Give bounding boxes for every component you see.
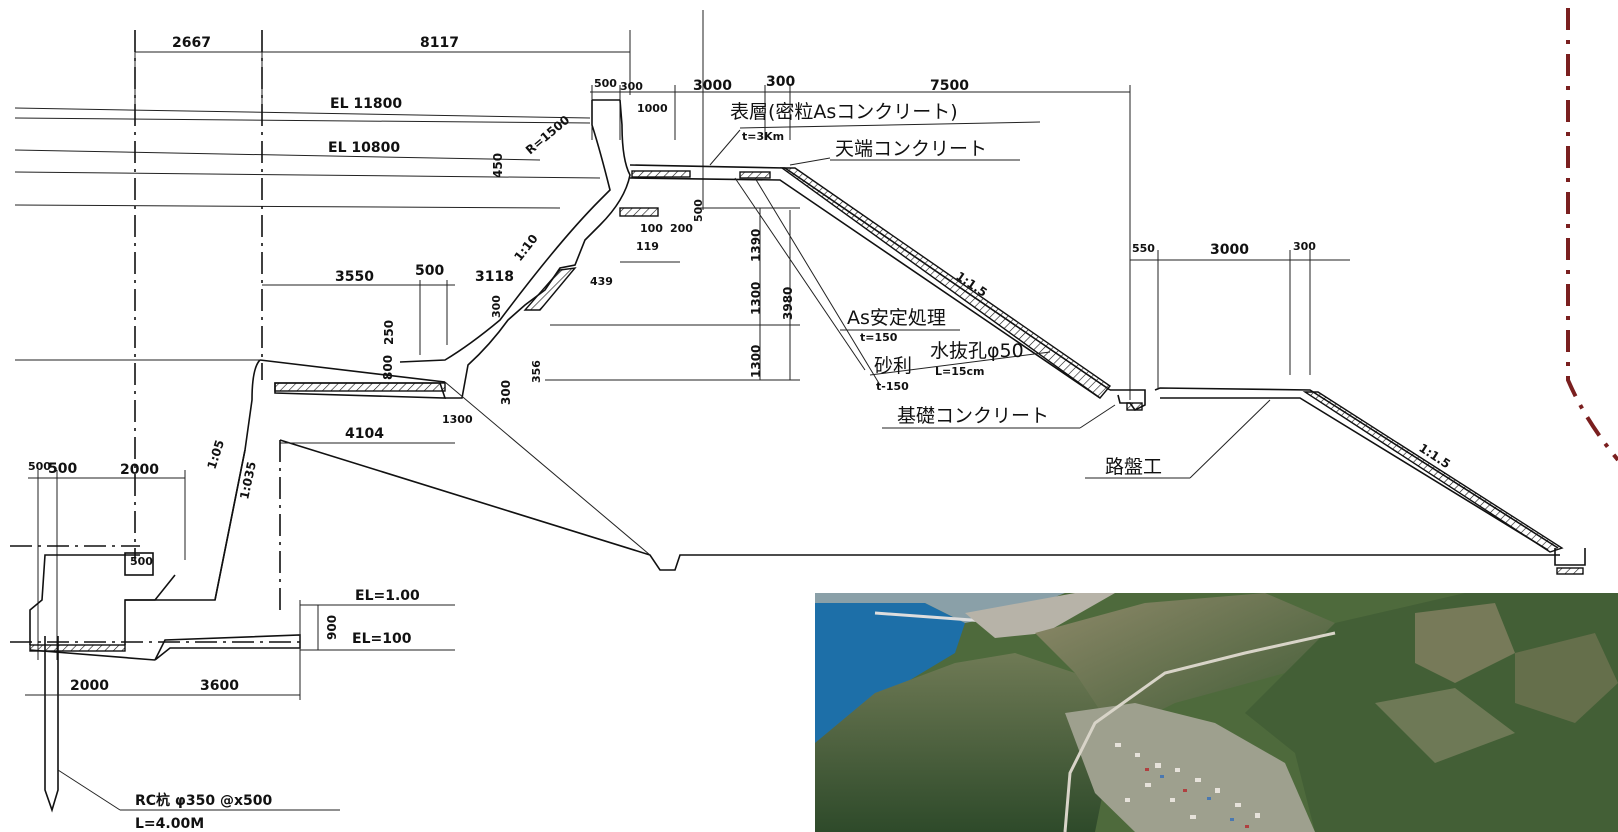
dim-8117: 8117 — [420, 35, 459, 51]
dim-439: 439 — [590, 275, 613, 288]
accent-dashdot-line — [1566, 8, 1618, 462]
radius-1500: R=1500 — [523, 113, 572, 158]
aerial-coastal-village-photo — [815, 593, 1618, 832]
label-as-thickness: t=150 — [860, 331, 898, 344]
elevation-100: EL=100 — [352, 631, 412, 647]
dim-1000: 1000 — [637, 102, 668, 115]
lower-retaining-wall — [10, 30, 455, 813]
slope-1-10: 1:10 — [511, 232, 540, 264]
label-pile-length: L=4.00M — [135, 816, 204, 832]
dim-1390: 1390 — [749, 229, 763, 262]
dim-550: 550 — [1132, 242, 1155, 255]
dim-3600: 3600 — [200, 678, 239, 694]
dim-500-crest-v: 500 — [692, 199, 705, 222]
elevation-10800: EL 10800 — [328, 140, 400, 156]
dim-200: 200 — [670, 222, 693, 235]
label-as-treatment: As安定処理 — [847, 307, 946, 329]
dim-500-lower: 500 — [28, 460, 51, 473]
label-roadbed: 路盤工 — [1105, 456, 1162, 478]
dim-356: 356 — [530, 360, 543, 383]
label-drain-hole: 水抜孔φ50 — [930, 340, 1024, 362]
dim-300-top: 300 — [766, 74, 795, 90]
elevation-11800: EL 11800 — [330, 96, 402, 112]
dim-119: 119 — [636, 240, 659, 253]
label-gravel: 砂利 — [874, 355, 912, 377]
dim-3000-road: 3000 — [1210, 242, 1249, 258]
dim-1300-bottom: 1300 — [442, 413, 473, 426]
dim-3118: 3118 — [475, 269, 514, 285]
label-crest-concrete: 天端コンクリート — [835, 138, 987, 160]
label-drain-length: L=15cm — [935, 365, 985, 378]
dim-500-lower-b: 500 — [48, 461, 77, 477]
aerial-photo-rendering — [815, 593, 1618, 832]
annotation-leaders — [709, 121, 1271, 479]
label-foundation-concrete: 基礎コンクリート — [897, 405, 1049, 427]
elevation-lines — [14, 107, 601, 361]
label-surface-thickness: t=3Km — [742, 130, 784, 143]
dim-100: 100 — [640, 222, 663, 235]
dim-4104: 4104 — [345, 426, 384, 442]
dim-2000-lower: 2000 — [120, 462, 159, 478]
label-pile: RC杭 φ350 @x500 — [135, 792, 272, 809]
dim-250: 250 — [382, 320, 396, 345]
elevation-1.00: EL=1.00 — [355, 588, 420, 604]
dim-300-road: 300 — [1293, 240, 1316, 253]
dim-300-crest: 300 — [620, 80, 643, 93]
label-surface-layer: 表層(密粒Asコンクリート) — [730, 101, 958, 123]
seawall-body — [214, 99, 1586, 601]
dim-3000-crest: 3000 — [693, 78, 732, 94]
dim-2667: 2667 — [172, 35, 211, 51]
dim-450: 450 — [491, 153, 505, 178]
dim-900: 900 — [325, 615, 339, 640]
construction-lines — [262, 177, 1350, 556]
dim-500-base: 500 — [130, 555, 153, 568]
slope-1-05: 1:05 — [205, 438, 228, 471]
dim-1300-b: 1300 — [749, 345, 763, 378]
dim-3980: 3980 — [781, 287, 795, 320]
dim-500-crest: 500 — [594, 77, 617, 90]
dim-7500: 7500 — [930, 78, 969, 94]
dim-800: 800 — [381, 355, 395, 380]
label-gravel-thickness: t-150 — [876, 380, 909, 393]
dim-2000-base: 2000 — [70, 678, 109, 694]
dim-3550: 3550 — [335, 269, 374, 285]
dim-300-toe: 300 — [499, 380, 513, 405]
dim-500-step: 500 — [415, 263, 444, 279]
dim-1300-a: 1300 — [749, 282, 763, 315]
slope-1-035: 1:035 — [237, 460, 259, 500]
dim-300-step: 300 — [490, 295, 503, 318]
